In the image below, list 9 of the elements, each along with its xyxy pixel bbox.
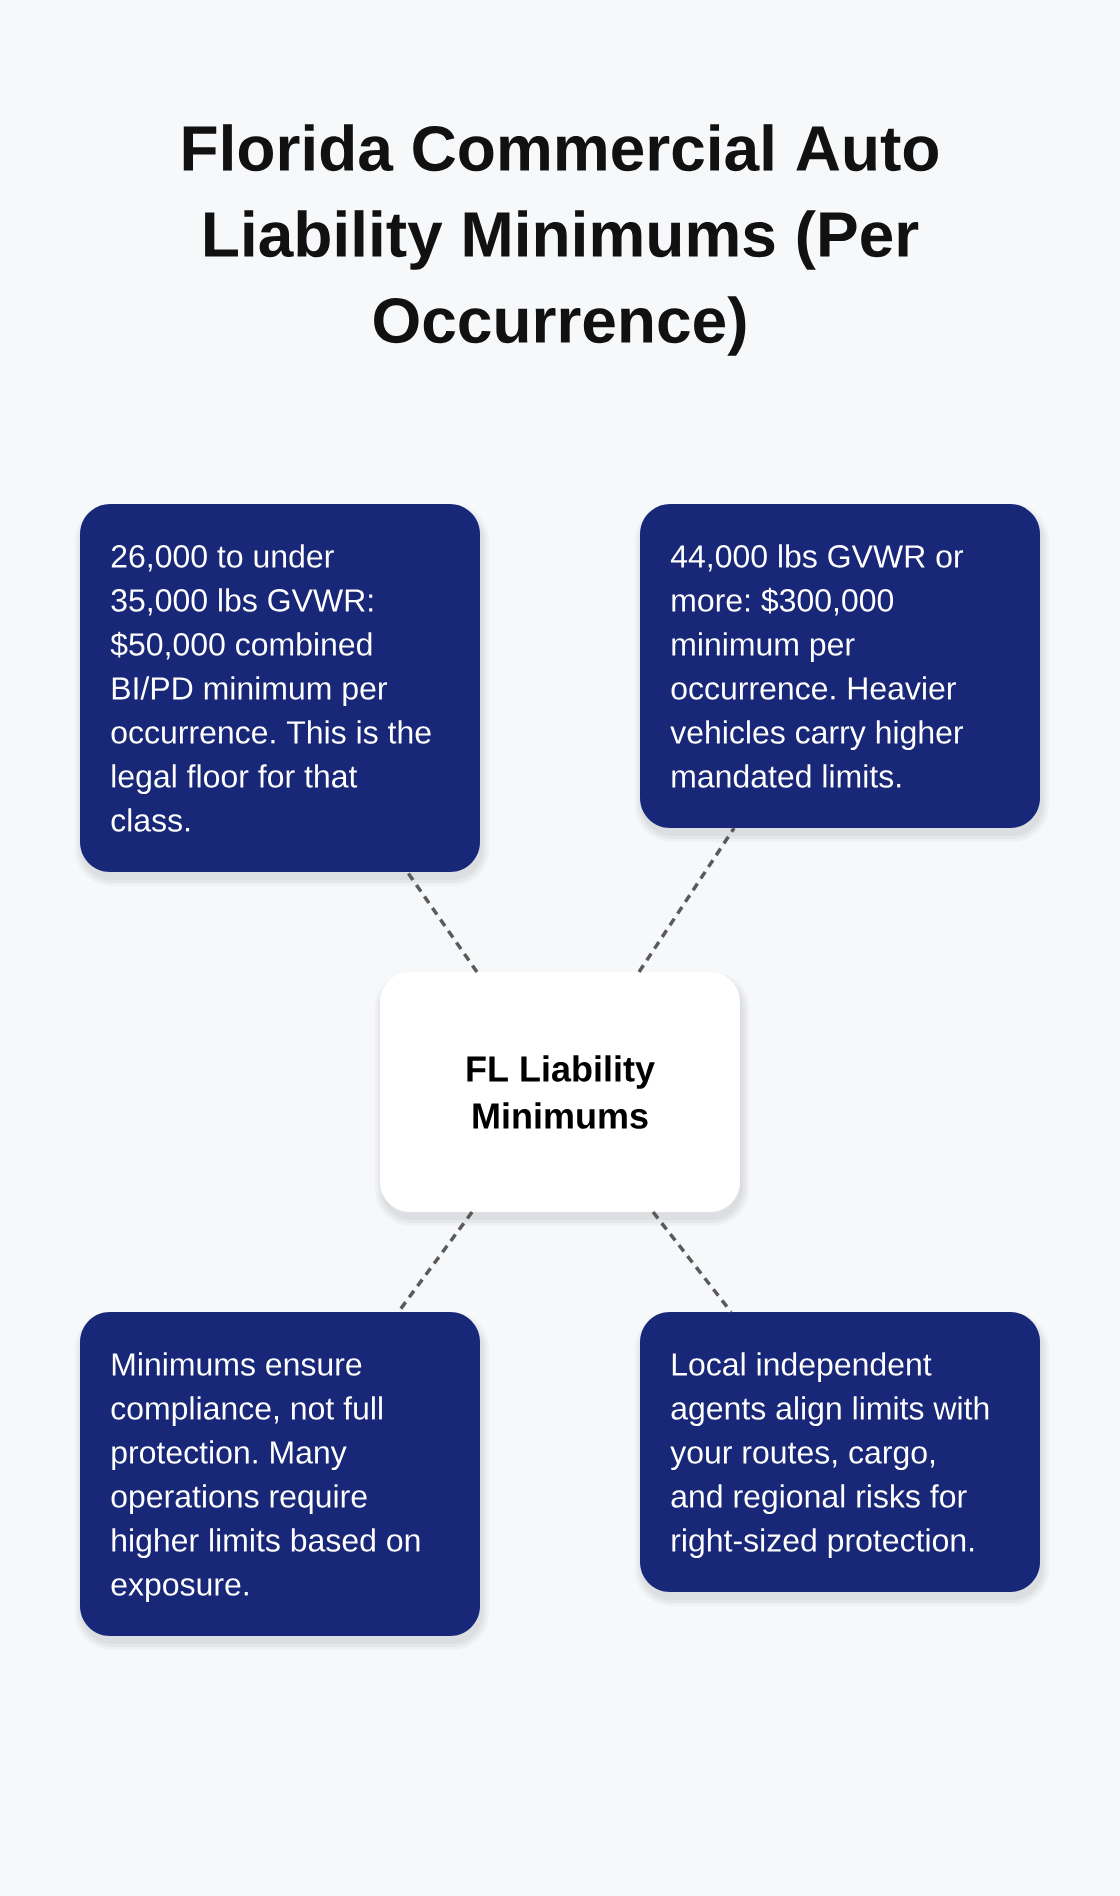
info-box: Minimums ensure compliance, not full protection. Many operations require higher limits based on exposure. [75, 1312, 489, 1650]
connector-line [637, 827, 736, 973]
info-box: Local independent agents align limits with your routes, cargo, and regional risks for right-sized protection. [635, 1312, 1049, 1606]
connector-line [405, 871, 479, 973]
info-box: 44,000 lbs GVWR or more: $300,000 minimum per occurrence. Heavier vehicles carry higher mandated limits. [635, 504, 1049, 842]
hub-box: FL Liability Minimums [375, 972, 749, 1226]
title: Florida Commercial Auto Liability Minimums (Per Occurrence) [183, 124, 938, 356]
connector-line [651, 1210, 733, 1314]
info-box: 26,000 to under 35,000 lbs GVWR: $50,000 combined BI/PD minimum per occurrence. This is the legal floor for that class. [75, 504, 489, 886]
